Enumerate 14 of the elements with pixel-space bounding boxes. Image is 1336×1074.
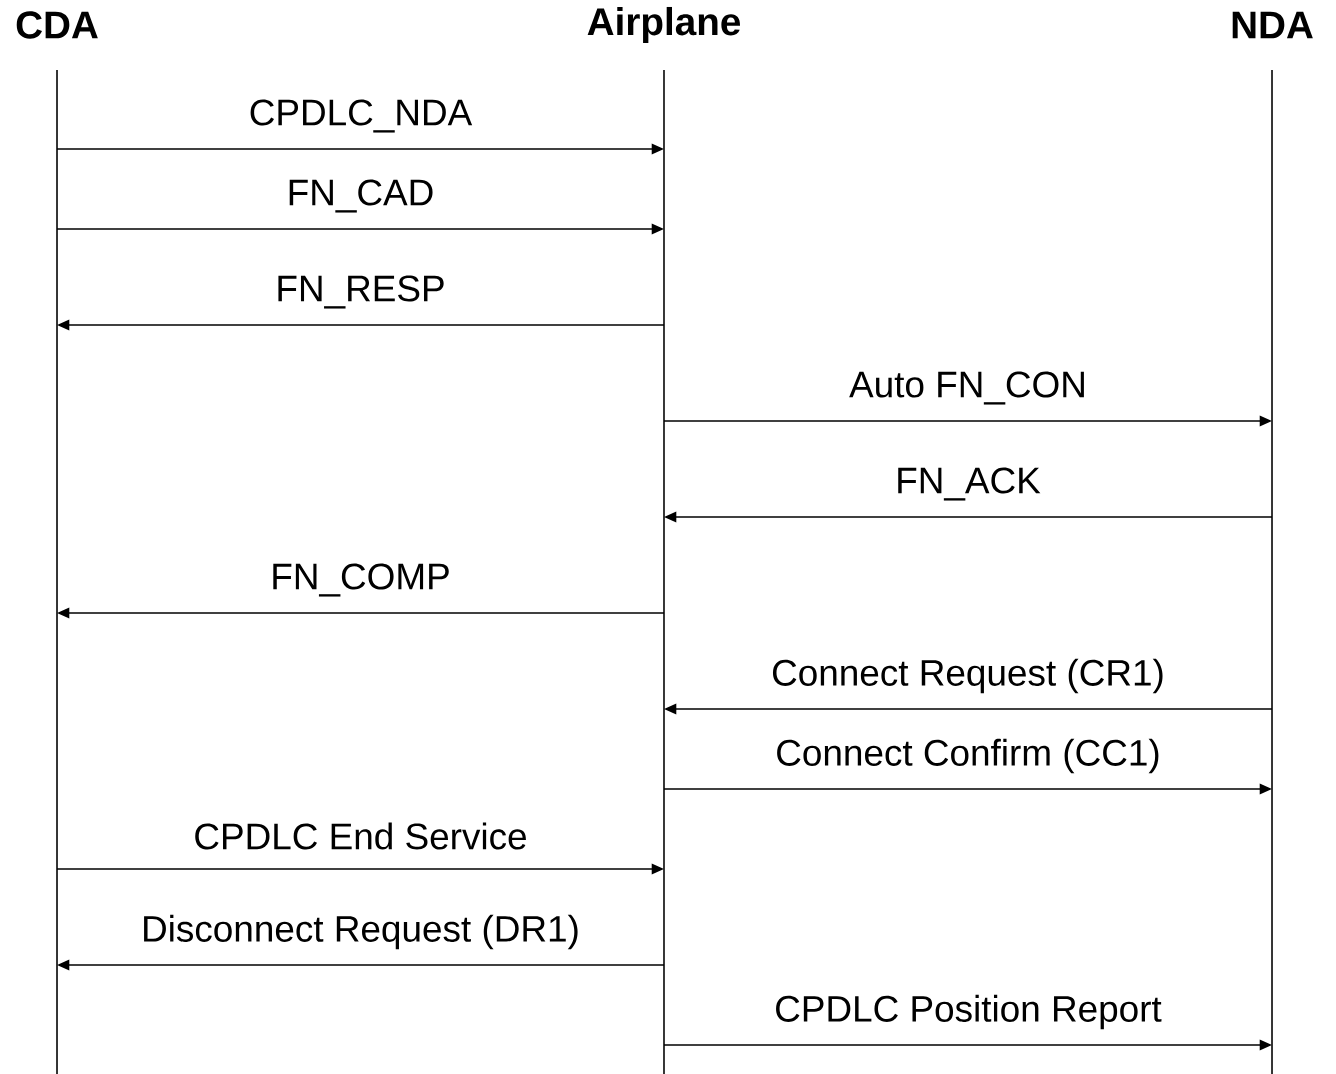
edge-label: CPDLC End Service [191, 820, 530, 852]
edge-label: Disconnect Request (DR1) [139, 913, 582, 951]
edge-label: FN_COMP [268, 561, 453, 599]
edge-label: FN_ACK [893, 465, 1043, 503]
edge-label: CPDLC Position Report [772, 993, 1164, 1031]
edge-label: FN_RESP [273, 273, 448, 311]
edge-label: CPDLC_NDA [247, 97, 474, 135]
edge-label: FN_CAD [284, 177, 437, 215]
participant-label: NDA [1232, 11, 1313, 39]
participant-label: CDA [16, 11, 98, 39]
edge-label: Auto FN_CON [847, 369, 1089, 407]
edge-label: Connect Confirm (CC1) [773, 737, 1163, 775]
edge-label: Connect Request (CR1) [769, 657, 1167, 695]
participant-label: Airplane [587, 6, 740, 43]
